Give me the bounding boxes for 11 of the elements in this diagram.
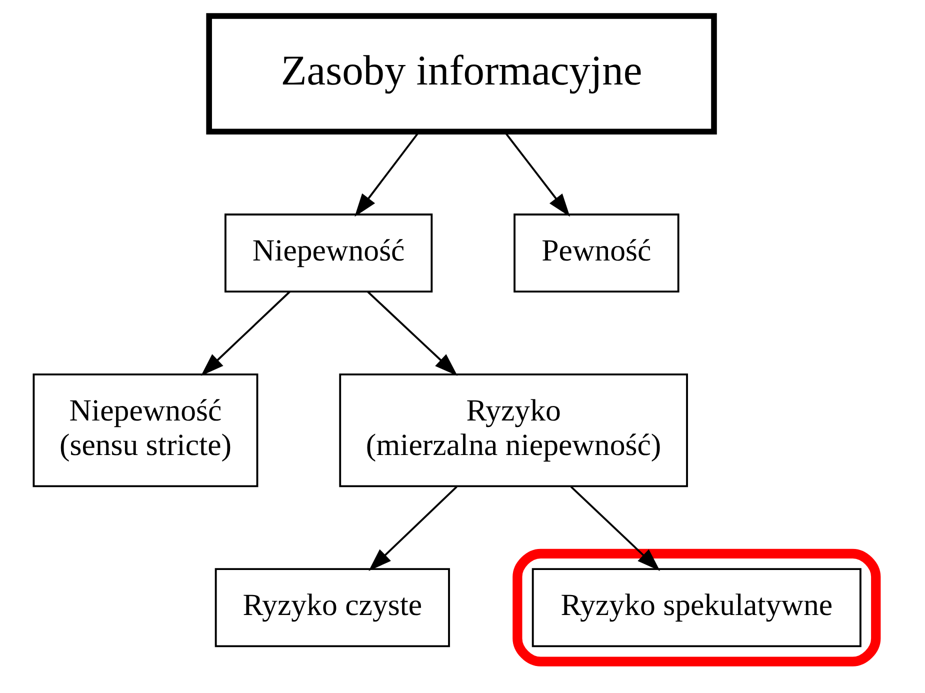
arrow xyxy=(570,486,660,572)
node-box: Niepewność (sensu stricte) xyxy=(32,373,258,488)
node-box: Pewność xyxy=(514,214,680,293)
node-box: Ryzyko (mierzalna niepewność) xyxy=(339,373,688,488)
node-box: Niepewność xyxy=(224,214,433,293)
node-box: Zasoby informacyjne xyxy=(206,13,717,135)
arrow xyxy=(367,291,458,376)
node-box: Ryzyko spekulatywne xyxy=(532,568,862,648)
node-box: Ryzyko czyste xyxy=(214,568,450,648)
arrow xyxy=(200,291,290,376)
arrow xyxy=(368,486,458,572)
